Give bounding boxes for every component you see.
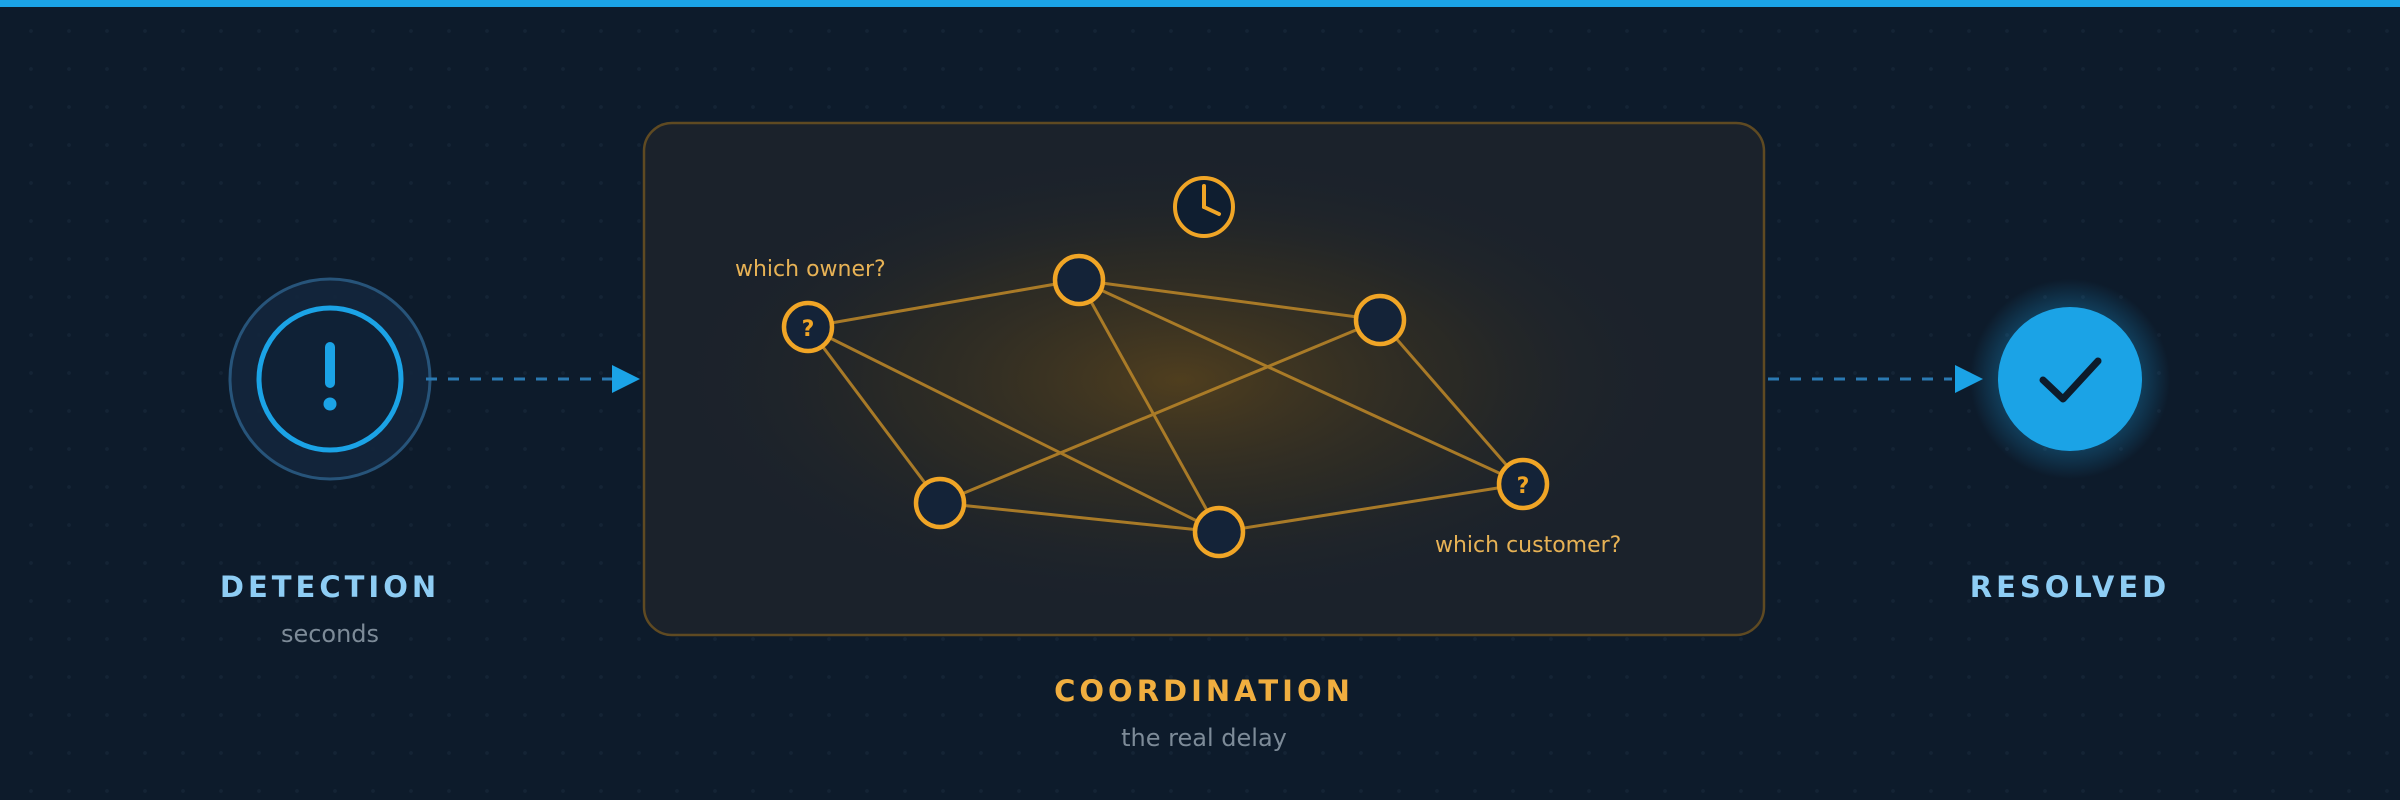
coordination-title: COORDINATION bbox=[1054, 674, 1354, 708]
network-edges bbox=[806, 278, 1525, 534]
annotation-which-owner: which owner? bbox=[735, 257, 886, 282]
connector-detection-coordination bbox=[426, 365, 640, 393]
coordination-subtitle: the real delay bbox=[1121, 724, 1287, 752]
detection-title: DETECTION bbox=[219, 570, 441, 604]
network-node-customer bbox=[1496, 457, 1550, 511]
network-node bbox=[1052, 253, 1106, 307]
detection-node bbox=[228, 277, 432, 481]
network-node-owner bbox=[781, 300, 835, 354]
top-accent-bar bbox=[0, 0, 2400, 7]
network-node bbox=[1353, 293, 1407, 347]
question-mark-owner: ? bbox=[802, 317, 815, 342]
clock-icon bbox=[1173, 176, 1235, 238]
network-node bbox=[913, 476, 967, 530]
network-nodes bbox=[781, 253, 1550, 559]
connector-coordination-resolved bbox=[1768, 365, 1983, 393]
network-node bbox=[1192, 505, 1246, 559]
checkmark-icon bbox=[2039, 357, 2102, 403]
annotation-which-customer: which customer? bbox=[1435, 533, 1622, 558]
exclamation-icon bbox=[323, 342, 337, 411]
question-mark-customer: ? bbox=[1517, 474, 1530, 499]
detection-subtitle: seconds bbox=[280, 620, 380, 648]
resolved-title: RESOLVED bbox=[1969, 570, 2171, 604]
resolved-node bbox=[1970, 279, 2170, 479]
